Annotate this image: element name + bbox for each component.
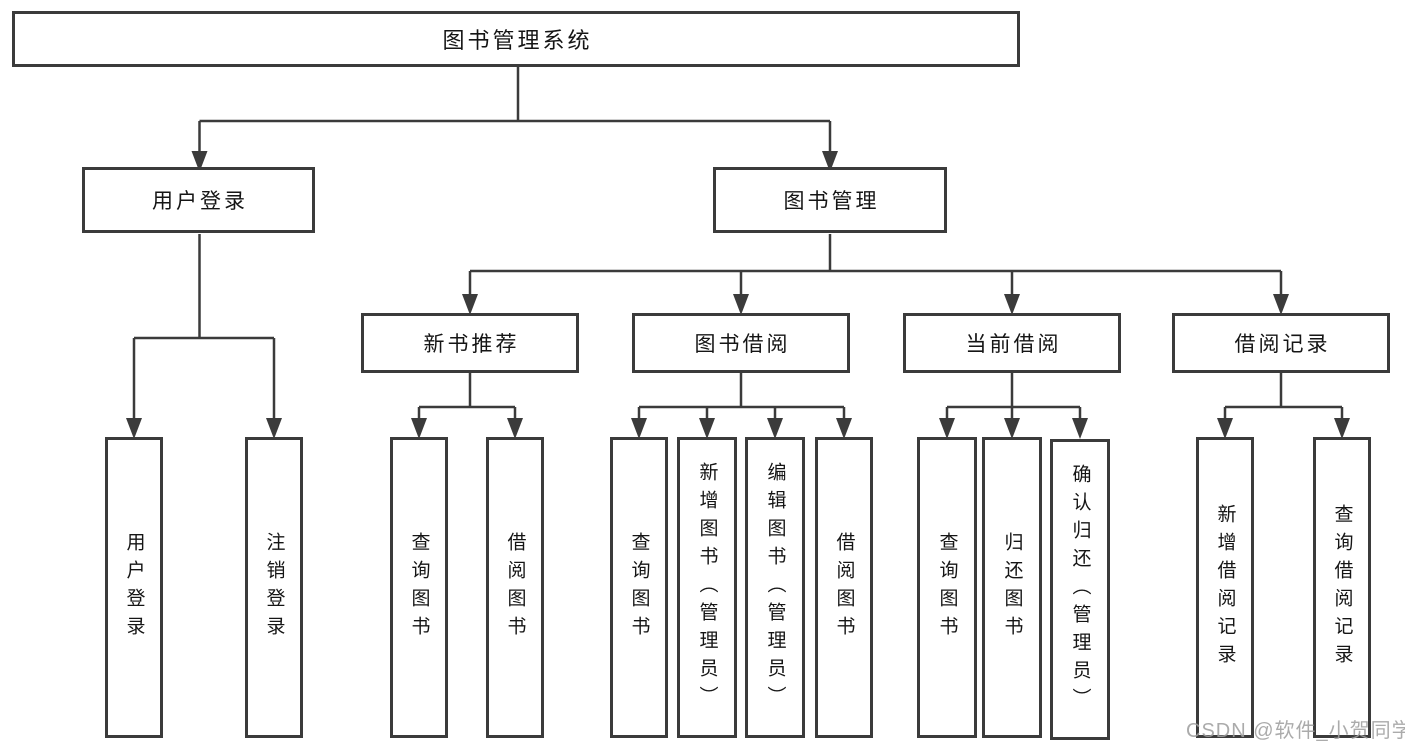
leaf-add-borrow-record-label: 新增借阅记录 (1214, 503, 1236, 672)
leaf-borrow-book-2: 借阅图书 (815, 437, 873, 738)
leaf-logout-login: 注销登录 (245, 437, 303, 738)
leaf-query-book-1-label: 查询图书 (408, 531, 430, 644)
node-borrow-record-label: 借阅记录 (1234, 333, 1331, 356)
node-book-borrow: 图书借阅 (632, 313, 850, 373)
leaf-query-book-3-label: 查询图书 (936, 531, 958, 644)
leaf-edit-book-admin: 编辑图书（管理员） (745, 437, 805, 738)
node-current-borrow: 当前借阅 (903, 313, 1121, 373)
leaf-borrow-book-1-label: 借阅图书 (504, 531, 526, 644)
csdn-watermark: CSDN @软件_小贺同学 (1186, 720, 1405, 742)
node-root-label: 图书管理系统 (442, 28, 593, 53)
leaf-confirm-return-admin-label: 确认归还（管理员） (1069, 463, 1091, 716)
node-book-management: 图书管理 (713, 167, 947, 233)
node-new-book-recommend: 新书推荐 (361, 313, 579, 373)
arrowheads (126, 151, 1350, 439)
leaf-user-login-label: 用户登录 (123, 531, 145, 644)
node-book-borrow-label: 图书借阅 (694, 333, 791, 356)
leaf-query-book-2-label: 查询图书 (628, 531, 650, 644)
leaf-query-borrow-record-label: 查询借阅记录 (1331, 503, 1353, 672)
leaf-add-borrow-record: 新增借阅记录 (1196, 437, 1254, 738)
node-root: 图书管理系统 (12, 11, 1020, 67)
leaf-return-book-label: 归还图书 (1001, 531, 1023, 644)
node-current-borrow-label: 当前借阅 (965, 333, 1062, 356)
leaf-add-book-admin: 新增图书（管理员） (677, 437, 737, 738)
node-user-login-label: 用户登录 (152, 190, 248, 213)
leaf-confirm-return-admin: 确认归还（管理员） (1050, 439, 1110, 740)
connector-path (132, 67, 1344, 420)
leaf-return-book: 归还图书 (982, 437, 1042, 738)
leaf-edit-book-admin-label: 编辑图书（管理员） (764, 461, 786, 714)
leaf-borrow-book-2-label: 借阅图书 (833, 531, 855, 644)
leaf-borrow-book-1: 借阅图书 (486, 437, 544, 738)
leaf-logout-login-label: 注销登录 (263, 531, 285, 644)
node-book-management-label: 图书管理 (783, 190, 880, 213)
node-new-book-recommend-label: 新书推荐 (423, 333, 520, 356)
leaf-query-borrow-record: 查询借阅记录 (1313, 437, 1371, 738)
leaf-query-book-2: 查询图书 (610, 437, 668, 738)
leaf-add-book-admin-label: 新增图书（管理员） (696, 461, 718, 714)
leaf-query-book-3: 查询图书 (917, 437, 977, 738)
node-user-login: 用户登录 (82, 167, 315, 233)
leaf-query-book-1: 查询图书 (390, 437, 448, 738)
leaf-user-login: 用户登录 (105, 437, 163, 738)
node-borrow-record: 借阅记录 (1172, 313, 1390, 373)
